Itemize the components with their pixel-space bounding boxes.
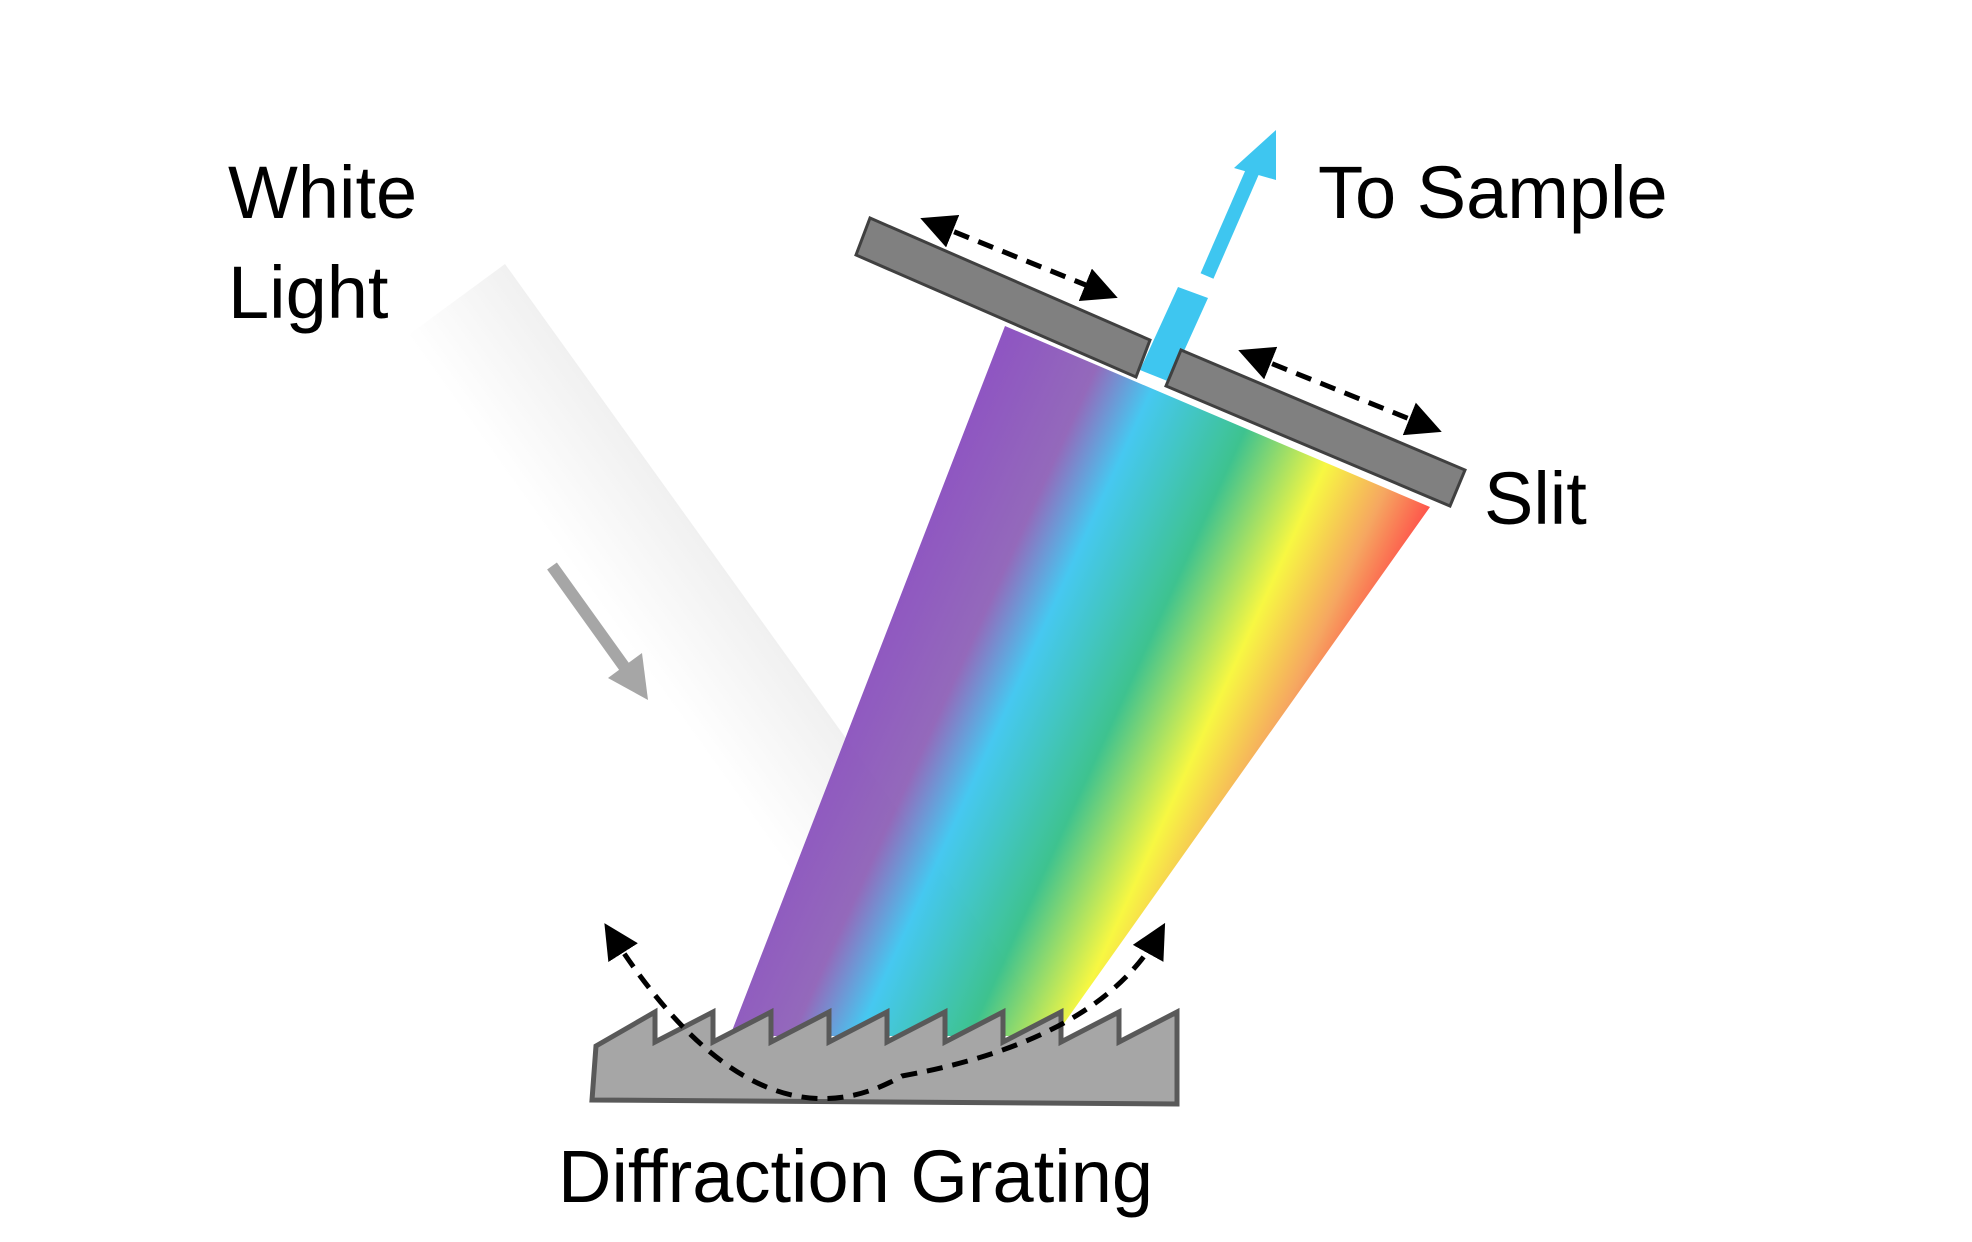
diffraction-grating [589,1007,1180,1107]
spectrum-beam [730,326,1430,1036]
arrow-down-right-icon [547,562,648,700]
arrow-up-right-icon [1234,130,1276,180]
output-beam [1140,130,1276,382]
curved-double-headed-dashed-arrow-icon [604,922,1166,1102]
label-slit: Slit [1484,457,1587,540]
output-beam-upper [1200,165,1261,279]
label-to-sample: To Sample [1318,151,1668,234]
label-diffraction-grating: Diffraction Grating [558,1135,1153,1218]
slit-adjust-arrow-left [920,214,1118,302]
label-white-light-line1: White [228,151,417,234]
slit-adjust-arrow-right [1238,346,1442,436]
output-beam-lower [1140,287,1208,382]
label-white-light-line2: Light [228,251,389,334]
